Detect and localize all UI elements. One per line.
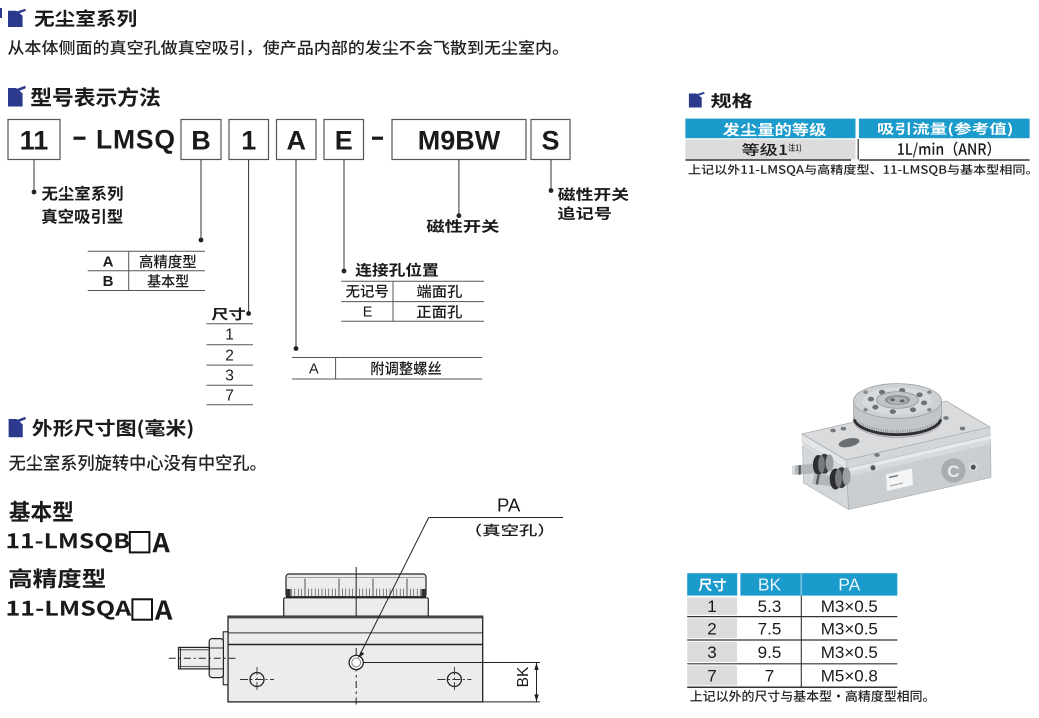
svg-text:PA: PA bbox=[497, 494, 521, 515]
svg-text:A: A bbox=[103, 254, 114, 271]
svg-text:A: A bbox=[287, 126, 307, 156]
svg-text:1: 1 bbox=[225, 327, 234, 344]
svg-text:7: 7 bbox=[707, 667, 716, 686]
svg-text:7: 7 bbox=[225, 388, 234, 405]
svg-text:5.3: 5.3 bbox=[758, 597, 782, 616]
svg-text:M9BW: M9BW bbox=[418, 126, 501, 156]
svg-text:2: 2 bbox=[225, 347, 234, 364]
svg-text:1: 1 bbox=[707, 597, 716, 616]
svg-text:C: C bbox=[947, 462, 959, 481]
svg-text:1: 1 bbox=[241, 126, 256, 156]
svg-text:3: 3 bbox=[707, 643, 716, 662]
svg-text:BK: BK bbox=[758, 575, 782, 595]
svg-text:M3×0.5: M3×0.5 bbox=[821, 619, 878, 638]
svg-text:2: 2 bbox=[707, 619, 716, 638]
svg-text:7.5: 7.5 bbox=[758, 619, 782, 638]
svg-text:11: 11 bbox=[20, 126, 49, 156]
svg-text:M3×0.5: M3×0.5 bbox=[821, 643, 878, 662]
svg-text:B: B bbox=[103, 273, 114, 290]
svg-text:LMSQ: LMSQ bbox=[96, 125, 176, 155]
svg-text:M5×0.8: M5×0.8 bbox=[821, 667, 878, 686]
svg-text:7: 7 bbox=[765, 667, 774, 686]
svg-text:M3×0.5: M3×0.5 bbox=[821, 597, 878, 616]
svg-text:E: E bbox=[363, 304, 373, 320]
svg-text:B: B bbox=[191, 126, 211, 156]
svg-text:A: A bbox=[309, 361, 319, 377]
svg-text:BK: BK bbox=[515, 666, 532, 687]
svg-text:E: E bbox=[335, 126, 353, 156]
svg-text:PA: PA bbox=[838, 575, 860, 595]
svg-text:3: 3 bbox=[225, 368, 234, 385]
svg-text:9.5: 9.5 bbox=[758, 643, 782, 662]
svg-text:S: S bbox=[541, 126, 559, 156]
